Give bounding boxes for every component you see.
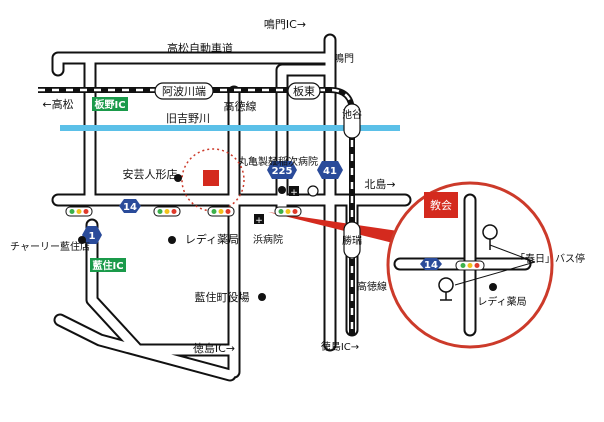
post-office-icon	[307, 185, 319, 197]
label-kasuga-bus: 「春日」バス停	[515, 252, 585, 265]
hospital-icon-hama	[254, 214, 264, 224]
svg-text:14: 14	[424, 260, 438, 271]
river-kyuyoshino	[60, 125, 400, 131]
pointer-wedge	[268, 212, 405, 246]
label-tokushima-v: 徳島IC→	[321, 340, 359, 353]
target-area-circle	[181, 148, 245, 212]
label-naruto-ic: 鳴門IC→	[264, 17, 306, 31]
church-marker-inset	[424, 192, 458, 218]
label-naruto-v: 鳴門	[334, 52, 354, 65]
route-14-badge-inset	[420, 258, 442, 270]
svg-text:勝瑞: 勝瑞	[342, 234, 362, 247]
hospital-icon-inatsugu	[289, 186, 299, 196]
svg-text:1: 1	[89, 231, 96, 242]
label-inatsugu: 稲次病院	[278, 155, 318, 168]
ic-badges: 板野IC 藍住IC	[90, 97, 128, 272]
label-koutoku-line: 高徳線	[224, 99, 257, 113]
svg-text:41: 41	[323, 166, 337, 177]
label-takamatsu: ←高松	[42, 97, 73, 111]
label-hama-hospital: 浜病院	[253, 233, 283, 246]
route-14-badge	[119, 199, 141, 213]
bus-stop-icon-2	[438, 277, 454, 293]
church-label: 教会	[430, 199, 452, 212]
poi-dot-marugame	[278, 186, 286, 194]
route-1-badge	[82, 226, 102, 244]
label-box-ikenotani	[343, 103, 361, 139]
svg-text:+: +	[290, 188, 298, 198]
pharmacy-dot-inset	[489, 283, 497, 291]
bus-stop-icon	[482, 224, 498, 240]
poi-markers: + +	[78, 174, 319, 301]
svg-text:225: 225	[272, 166, 293, 177]
label-aizumi-office: 藍住町役場	[195, 290, 250, 304]
label-box-shobata	[343, 221, 361, 259]
label-redi-pharmacy: レディ薬局	[185, 232, 239, 246]
label-kitajima: 北島→	[364, 177, 395, 191]
inset-zoom: 教会 14	[386, 181, 554, 349]
label-redi-pharmacy-inset: レディ薬局	[477, 295, 526, 308]
svg-text:14: 14	[123, 202, 137, 213]
route-225-badge	[267, 161, 297, 179]
label-box-bando	[287, 82, 321, 100]
route-badges: 14 1 225 41	[82, 161, 343, 244]
poi-dot-aizumi-office	[258, 293, 266, 301]
svg-text:池谷: 池谷	[342, 108, 362, 121]
poi-dot-aki	[174, 174, 182, 182]
label-river: 旧吉野川	[166, 112, 210, 125]
label-marugame: 丸亀製麺	[238, 155, 278, 168]
label-cherry-aizumi: チャーリー藍住店	[10, 240, 90, 253]
svg-text:+: +	[255, 216, 263, 226]
label-expressway: 高松自動車道	[167, 41, 233, 55]
svg-text:板野IC: 板野IC	[94, 98, 125, 111]
ic-badge-aizumi	[90, 258, 126, 272]
label-tokushima-ic: 徳島IC→	[193, 341, 235, 355]
svg-text:板東: 板東	[293, 84, 315, 98]
ic-badge-itano	[92, 97, 128, 111]
traffic-lights	[65, 206, 302, 217]
route-41-badge	[317, 161, 343, 179]
church-marker	[203, 170, 219, 186]
svg-text:藍住IC: 藍住IC	[92, 259, 123, 272]
poi-dot-cherry	[78, 236, 86, 244]
poi-dot-redi	[168, 236, 176, 244]
svg-text:阿波川端: 阿波川端	[162, 85, 206, 98]
label-koutoku-line-v: 高徳線	[357, 280, 387, 293]
label-aki-ningyo: 安芸人形店	[123, 167, 178, 181]
map-labels: 高松自動車道 阿波川端 高徳線 板東 池谷 旧吉野川 ←高松 鳴門IC→ 鳴門 …	[10, 17, 585, 355]
label-box-asagawabata	[154, 82, 214, 100]
